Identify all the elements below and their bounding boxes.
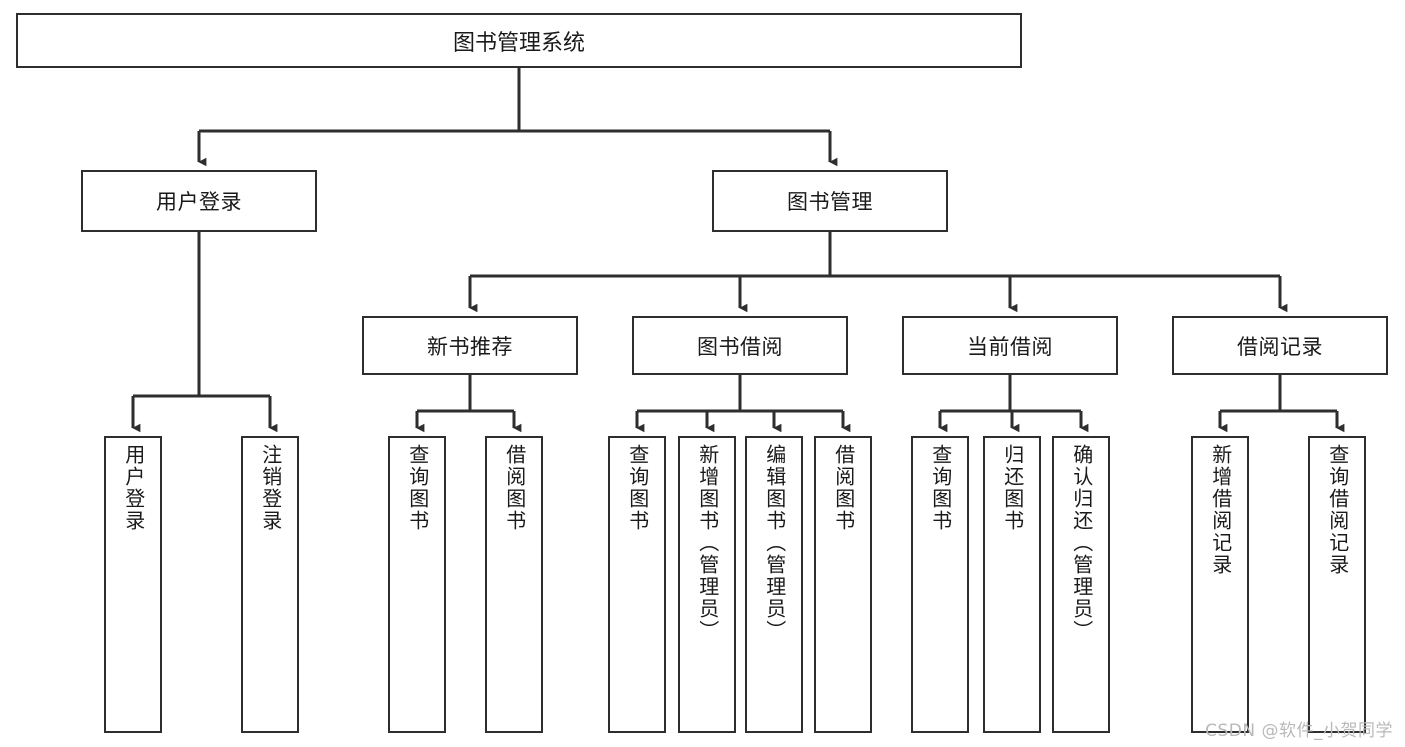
- node-leaf-query-book-rec[interactable]: 查询图书: [388, 436, 446, 733]
- node-user-login[interactable]: 用户登录: [81, 170, 317, 232]
- node-leaf-query-record-label: 查询借阅记录: [1325, 444, 1350, 576]
- node-book-manage-label: 图书管理: [787, 190, 873, 214]
- node-book-borrow[interactable]: 图书借阅: [632, 316, 848, 375]
- node-leaf-query-book-rec-label: 查询图书: [405, 444, 430, 532]
- node-leaf-query-book-cur-label: 查询图书: [928, 444, 953, 532]
- node-leaf-add-record[interactable]: 新增借阅记录: [1191, 436, 1249, 733]
- node-borrow-record-label: 借阅记录: [1237, 334, 1323, 359]
- node-leaf-return-book-label: 归还图书: [1000, 444, 1025, 532]
- node-book-borrow-label: 图书借阅: [697, 334, 783, 359]
- node-current-borrow-label: 当前借阅: [967, 334, 1053, 359]
- node-leaf-query-book-borrow-label: 查询图书: [625, 444, 650, 532]
- node-leaf-edit-book[interactable]: 编辑图书（管理员）: [745, 436, 803, 733]
- node-leaf-return-book[interactable]: 归还图书: [983, 436, 1041, 733]
- node-leaf-edit-book-label: 编辑图书（管理员）: [762, 444, 787, 642]
- node-new-book-rec[interactable]: 新书推荐: [362, 316, 578, 375]
- node-leaf-borrow-book[interactable]: 借阅图书: [814, 436, 872, 733]
- node-book-manage[interactable]: 图书管理: [712, 170, 948, 232]
- node-leaf-query-record[interactable]: 查询借阅记录: [1308, 436, 1366, 733]
- node-leaf-confirm-return[interactable]: 确认归还（管理员）: [1052, 436, 1110, 733]
- node-leaf-query-book-borrow[interactable]: 查询图书: [608, 436, 666, 733]
- node-leaf-borrow-book-label: 借阅图书: [831, 444, 856, 532]
- node-root[interactable]: 图书管理系统: [16, 13, 1022, 68]
- node-leaf-borrow-book-rec-label: 借阅图书: [502, 444, 527, 532]
- node-user-login-label: 用户登录: [156, 190, 242, 214]
- node-leaf-user-login[interactable]: 用户登录: [104, 436, 162, 733]
- node-leaf-add-book[interactable]: 新增图书（管理员）: [678, 436, 736, 733]
- node-leaf-add-record-label: 新增借阅记录: [1208, 444, 1233, 576]
- csdn-watermark: CSDN @软件_小贺同学: [1205, 721, 1393, 741]
- node-leaf-add-book-label: 新增图书（管理员）: [695, 444, 720, 642]
- node-leaf-query-book-cur[interactable]: 查询图书: [911, 436, 969, 733]
- node-leaf-user-login-label: 用户登录: [121, 444, 146, 532]
- node-leaf-logout-label: 注销登录: [258, 444, 283, 532]
- node-leaf-confirm-return-label: 确认归还（管理员）: [1069, 444, 1094, 642]
- node-leaf-borrow-book-rec[interactable]: 借阅图书: [485, 436, 543, 733]
- node-borrow-record[interactable]: 借阅记录: [1172, 316, 1388, 375]
- node-root-label: 图书管理系统: [452, 30, 585, 56]
- node-current-borrow[interactable]: 当前借阅: [902, 316, 1118, 375]
- node-new-book-rec-label: 新书推荐: [427, 334, 513, 359]
- node-leaf-logout[interactable]: 注销登录: [241, 436, 299, 733]
